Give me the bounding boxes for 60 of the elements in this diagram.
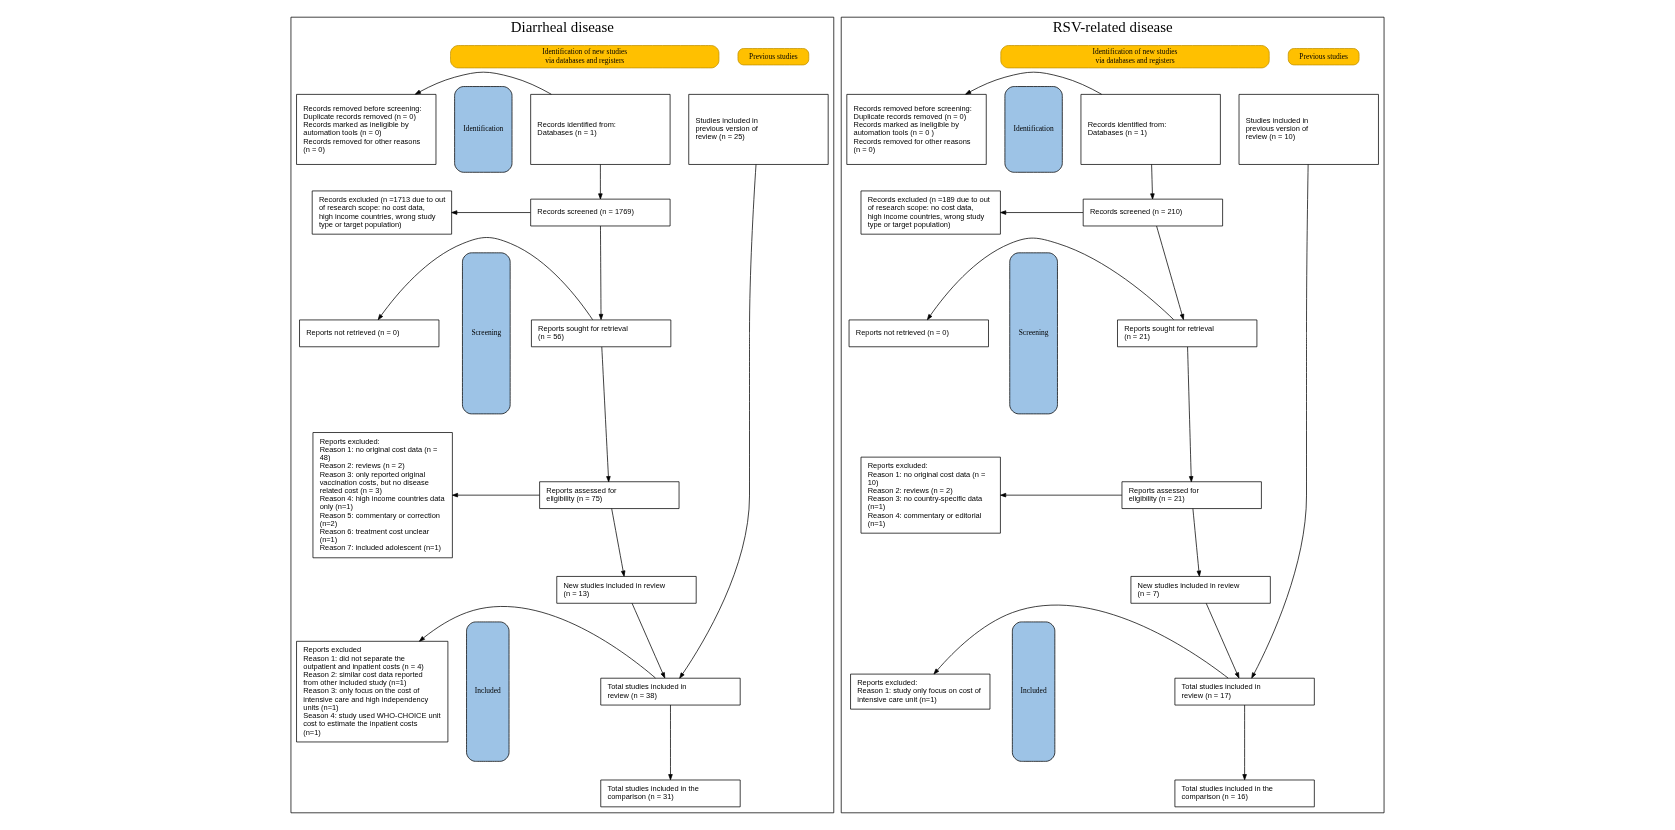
arrow: [611, 508, 626, 577]
arrow: [414, 71, 552, 95]
node-box: Reports not retrieved (n = 0): [848, 319, 989, 348]
arrow: [419, 606, 656, 679]
node-box: Records excluded (n =1713 due to out of research scope: no cost data, high income countries, wrong study type or target population): [311, 190, 452, 235]
arrow: [927, 237, 1175, 321]
arrow: [1000, 210, 1084, 215]
node-box: Screening: [1009, 252, 1058, 415]
arrow: [1242, 704, 1247, 781]
arrow: [1187, 346, 1194, 483]
node-box: Previous studies: [1287, 48, 1360, 66]
node-box: Reports not retrieved (n = 0): [299, 319, 440, 348]
node-box: Records identified from: Databases (n = 1): [1080, 94, 1221, 165]
arrow: [377, 237, 593, 321]
arrow: [451, 210, 531, 215]
node-box: Included: [466, 621, 510, 762]
arrow: [598, 225, 604, 320]
arrow: [601, 346, 611, 483]
arrow: [679, 164, 757, 679]
arrow: [1150, 164, 1155, 200]
arrow: [631, 602, 666, 679]
node-box: Identification: [454, 86, 513, 173]
node-box: Records screened (n = 210): [1082, 198, 1223, 227]
node-box: Identification of new studies via databases and registers: [450, 45, 720, 69]
node-box: Studies included in previous version of review (n = 10): [1238, 94, 1379, 165]
node-box: Reports sought for retrieval (n = 21): [1117, 319, 1258, 348]
arrow: [598, 164, 603, 200]
node-box: Reports sought for retrieval (n = 56): [531, 319, 672, 348]
arrow: [452, 492, 540, 498]
node-box: New studies included in review (n = 13): [556, 576, 697, 604]
node-box: Reports excluded: Reason 1: no original cost data (n = 48) Reason 2: reviews (n = 2) Reason 3: only reported original vaccination costs, but no disease related cost (n = 3) Reason 4: high income countries data only (n=1) Reason 5: commentary or correction (n=2) Reason 6: treatment cost unclear (n=1) Reason 7: included adolescent (n=1): [312, 432, 453, 559]
arrow: [933, 604, 1229, 679]
node-box: Reports assessed for eligibility (n = 21): [1121, 481, 1262, 509]
arrow: [1205, 602, 1240, 679]
arrow: [965, 71, 1102, 95]
node-box: Included: [1011, 621, 1056, 762]
node-box: Identification of new studies via databases and registers: [1000, 45, 1270, 69]
node-box: Records removed before screening: Duplicate records removed (n = 0) Records marked as ineligible by automation tools (n = 0 ) Records removed for other reasons (n = 0): [846, 94, 987, 165]
node-box: Records excluded (n =189 due to out of research scope: no cost data, high income countries, wrong study type or target population): [860, 190, 1001, 235]
node-box: Reports excluded: Reason 1: no original cost data (n = 10) Reason 2: reviews (n = 2) Reason 3: no country-specific data (n=1) Reason 4: commentary or editorial (n=1): [860, 456, 1001, 534]
node-box: Previous studies: [737, 48, 810, 66]
node-box: Reports assessed for eligibility (n = 75): [539, 481, 680, 509]
node-box: Reports excluded Reason 1: did not separate the outpatient and inpatient costs (n = 4) Reason 2: similar cost data reported from other included study (n=1) Reason 3: only focus on the cost of intensive care and high independency units (n=1) Season 4: study used WHO-CHOICE unit cost to estimate the inpatient costs (n=1): [296, 640, 449, 743]
node-box: Records screened (n = 1769): [530, 198, 671, 227]
node-box: Identification: [1004, 86, 1063, 173]
node-box: Total studies included in the comparison (n = 16): [1174, 779, 1315, 808]
node-box: Records identified from: Databases (n = 1): [530, 94, 671, 165]
node-box: Total studies included in review (n = 17): [1174, 677, 1315, 706]
node-box: Total studies included in the comparison (n = 31): [600, 779, 741, 808]
arrow: [1156, 225, 1185, 320]
arrow: [668, 704, 673, 781]
node-box: Total studies included in review (n = 38): [600, 677, 741, 706]
node-box: Records removed before screening: Duplicate records removed (n = 0) Records marked as ineligible by automation tools (n = 0) Records removed for other reasons (n = 0): [296, 94, 437, 165]
node-box: Studies included in previous version of review (n = 25): [688, 94, 829, 165]
node-box: Reports excluded: Reason 1: study only focus on cost of intensive care unit (n=1): [850, 673, 991, 710]
arrow: [1000, 492, 1123, 498]
node-box: New studies included in review (n = 7): [1130, 576, 1271, 604]
arrow: [1251, 164, 1309, 679]
node-box: Screening: [462, 252, 511, 415]
arrow: [1192, 508, 1202, 577]
